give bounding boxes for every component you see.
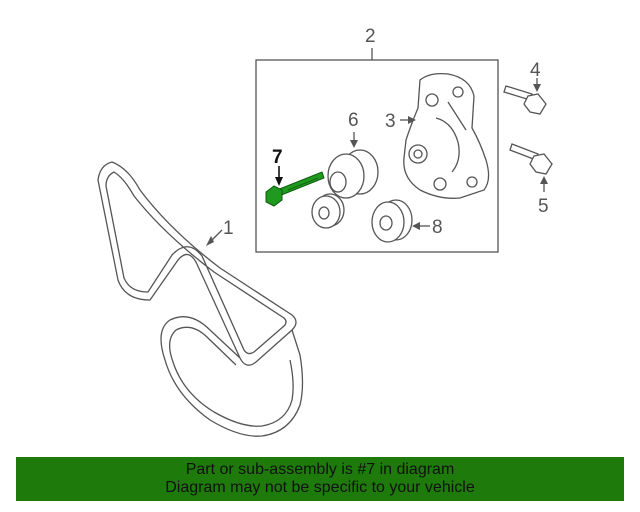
banner-line-part: Part or sub-assembly is #7 in diagram: [185, 461, 455, 478]
callout-3: 3: [385, 111, 396, 132]
callout-1: 1: [223, 218, 234, 239]
bolt-part-4: [503, 85, 547, 115]
tensioner-bracket: [403, 72, 490, 199]
banner-line-disclaimer: Diagram may not be specific to your vehi…: [165, 479, 475, 496]
leader-6-arrow: [350, 140, 358, 148]
leader-1-arrow: [206, 236, 214, 246]
leader-8-arrow: [412, 222, 420, 230]
assembly-box: [255, 59, 499, 253]
callout-4: 4: [530, 60, 541, 81]
parts-diagram: 1 2 3 4 5 6: [97, 26, 553, 437]
callout-8: 8: [432, 217, 443, 238]
bolt-part-5: [509, 143, 553, 175]
leader-3-arrow: [408, 116, 416, 124]
leader-7-arrow: [275, 177, 283, 186]
part-info-banner: Part or sub-assembly is #7 in diagram Di…: [16, 457, 624, 501]
leader-5-arrow: [540, 176, 548, 184]
bolt-part-7-highlighted: [265, 171, 325, 207]
tensioner-pulley: [311, 149, 379, 229]
callout-5: 5: [538, 196, 549, 217]
callout-7: 7: [272, 147, 283, 168]
serpentine-belt: [97, 161, 304, 437]
idler-pulley: [371, 199, 413, 243]
callout-2: 2: [365, 26, 376, 47]
callout-6: 6: [348, 110, 359, 131]
leader-4-arrow: [533, 84, 541, 92]
